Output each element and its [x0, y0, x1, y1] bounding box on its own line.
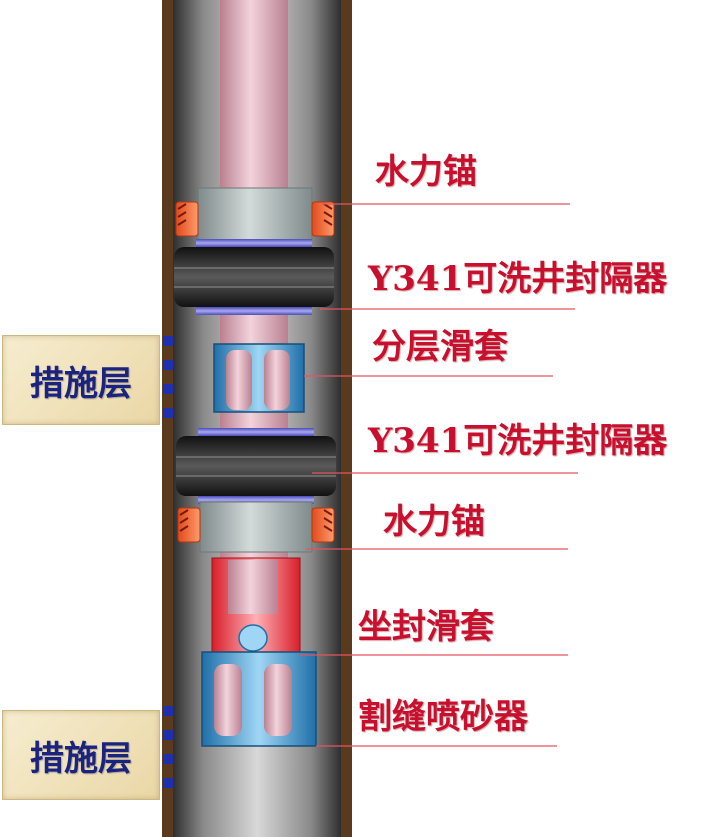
packer-rubber-top: [174, 247, 334, 307]
label-packer-bottom: Y341可洗井封隔器: [368, 424, 667, 458]
jet-tool-pin-left: [214, 664, 242, 736]
label-hydraulic-anchor-top: 水力锚: [375, 155, 477, 189]
label-jet-tool: 割缝喷砂器: [358, 700, 528, 734]
layer-sleeve-pin-left: [226, 350, 252, 410]
packer-ring-top-lower: [196, 307, 312, 315]
casing-wall-right: [341, 0, 352, 837]
label-packer-top: Y341可洗井封隔器: [368, 262, 667, 296]
label-setting-sleeve: 坐封滑套: [358, 610, 494, 644]
packer-ring-bottom-upper: [198, 428, 314, 436]
layer-sleeve-pin-right: [264, 350, 290, 410]
treatment-zone-lower: 措施层: [2, 710, 160, 800]
label-hydraulic-anchor-bottom: 水力锚: [383, 505, 485, 539]
packer-ring-top-upper: [196, 239, 312, 247]
setting-ball: [239, 625, 267, 651]
treatment-zone-lower-label: 措施层: [30, 731, 132, 780]
treatment-zone-upper: 措施层: [2, 335, 160, 425]
packer-rubber-bottom: [176, 436, 336, 496]
anchor-body-top: [198, 188, 312, 240]
label-layer-sleeve: 分层滑套: [372, 330, 508, 364]
anchor-body-bottom: [200, 502, 312, 552]
treatment-zone-upper-label: 措施层: [30, 356, 132, 405]
jet-tool-pin-right: [264, 664, 292, 736]
setting-sleeve-insert: [228, 560, 278, 614]
